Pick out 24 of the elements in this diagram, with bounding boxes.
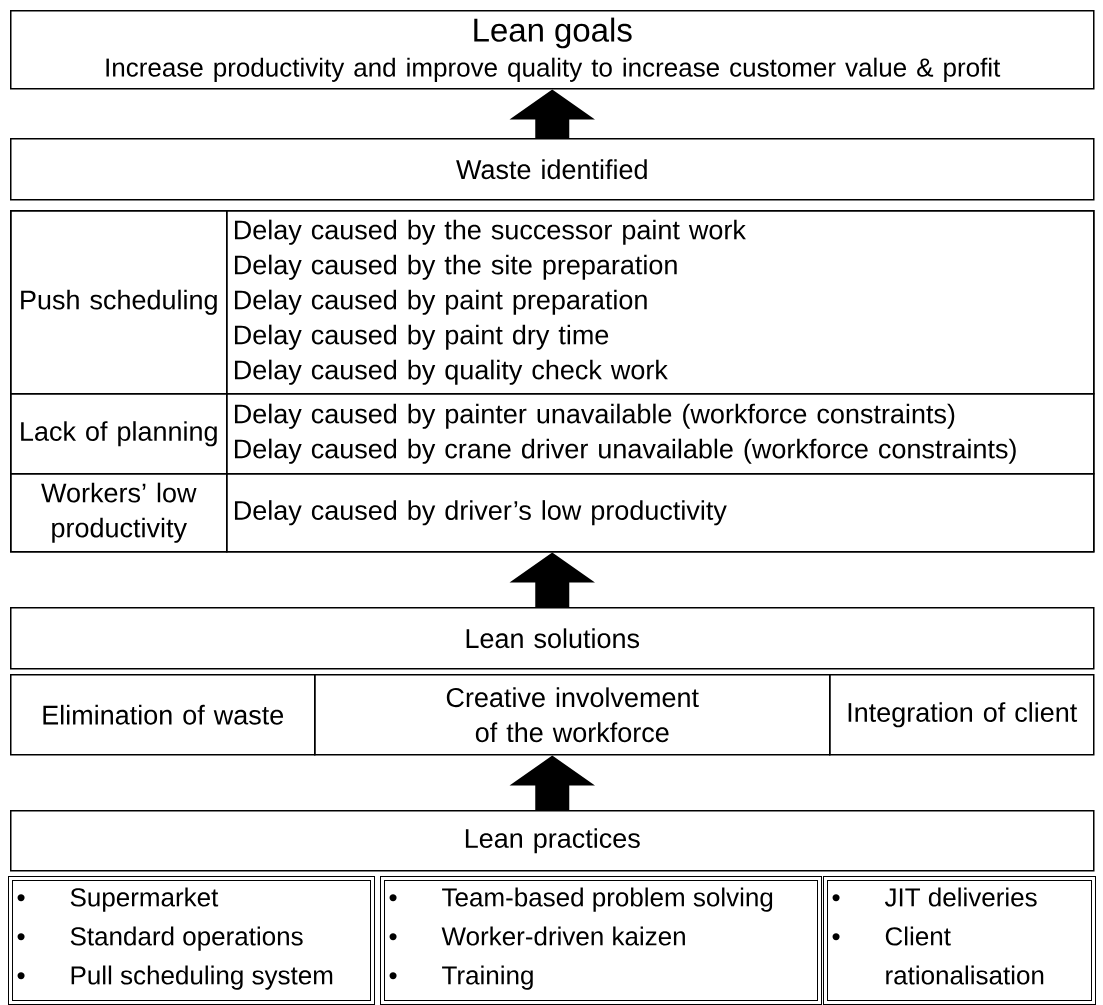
table-cell: Delay caused by driver’s low productivity xyxy=(226,473,1095,553)
header-box: Lean solutions xyxy=(10,607,1095,670)
bullet: • xyxy=(389,894,397,902)
bullet-list-box: • Supermarket • Standard operations • Pull scheduling system xyxy=(8,876,375,1005)
bullet: • xyxy=(17,972,25,980)
bullet-list-box: • Team-based problem solving • Worker-driven kaizen • Training xyxy=(380,876,822,1005)
solution-box: Elimination of waste xyxy=(10,674,316,756)
bullet: • xyxy=(389,933,397,941)
table-cell: Workers’ low productivity xyxy=(10,473,228,553)
bullet-list-box: • JIT deliveries • Client rationalisation xyxy=(823,876,1096,1005)
bullet: • xyxy=(832,933,840,941)
solution-box: Creative involvement of the workforce xyxy=(314,674,831,756)
table-cell: Push scheduling xyxy=(10,210,228,395)
header-box: Waste identified xyxy=(10,138,1095,201)
goals-box: Lean goals Increase productivity and improve quality to increase customer value & profit xyxy=(10,10,1095,90)
bullet: • xyxy=(17,933,25,941)
bullet: • xyxy=(17,894,25,902)
bullet: • xyxy=(832,894,840,902)
table-cell: Lack of planning xyxy=(10,393,228,475)
table-cell: Delay caused by painter unavailable (workforce constraints) Delay caused by crane driver unavailable (workforce constraints) xyxy=(226,393,1095,475)
header-box: Lean practices xyxy=(10,810,1095,872)
solution-box: Integration of client xyxy=(829,674,1095,756)
table-cell: Delay caused by the successor paint work Delay caused by the site preparation Delay caused by paint preparation Delay caused by paint dry time Delay caused by quality check work xyxy=(226,210,1095,395)
bullet: • xyxy=(389,972,397,980)
